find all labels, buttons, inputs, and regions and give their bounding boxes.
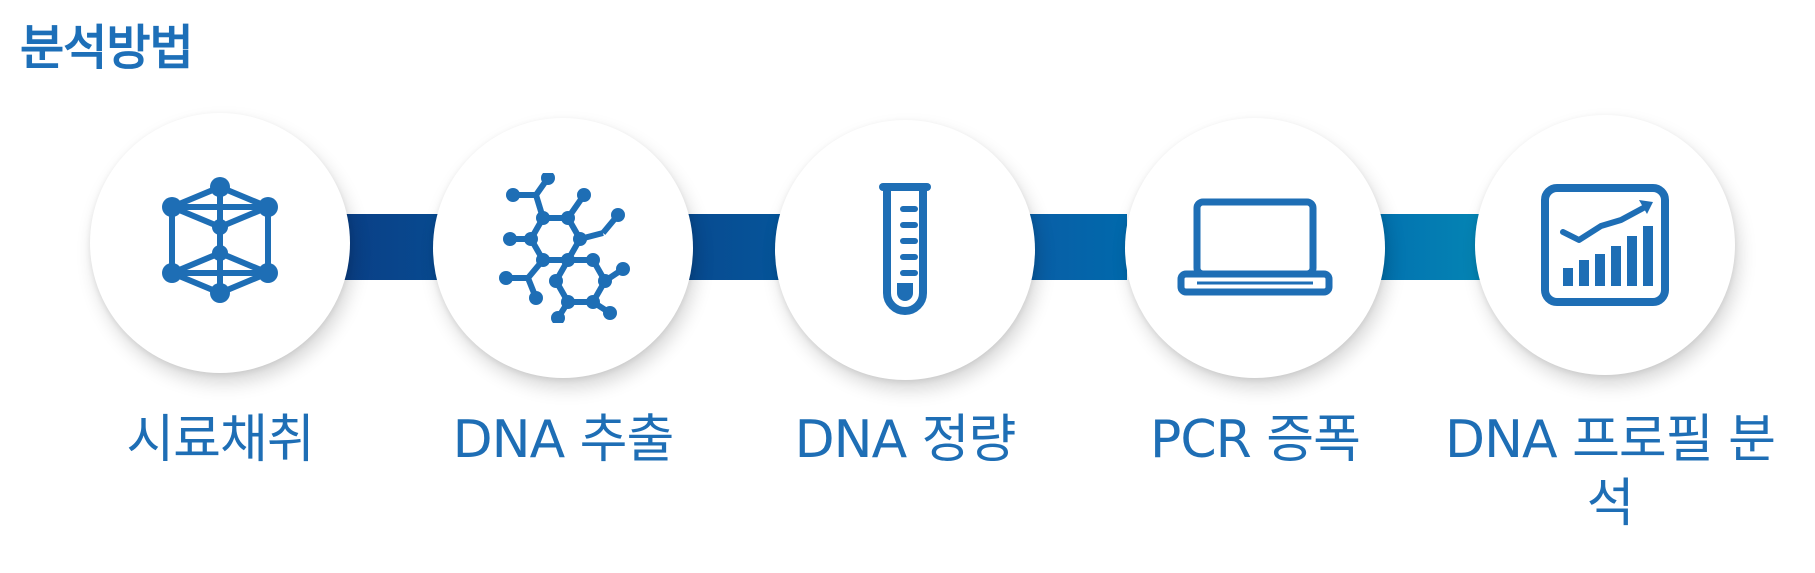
step-circle-4	[1125, 118, 1385, 378]
step-circle-1	[90, 113, 350, 373]
step-label-4: PCR 증폭	[1149, 410, 1361, 470]
step-circle-2	[433, 118, 693, 378]
connector-4-5	[1378, 214, 1483, 280]
crystal-lattice-icon	[162, 177, 278, 303]
step-circle-3	[775, 120, 1035, 380]
laptop-icon	[1177, 198, 1333, 296]
test-tube-icon	[879, 183, 931, 315]
connector-1-2	[340, 214, 440, 280]
connector-2-3	[683, 214, 783, 280]
step-label-2: DNA 추출	[452, 410, 675, 470]
step-circle-5	[1475, 115, 1735, 375]
connector-3-4	[1027, 214, 1127, 280]
molecule-icon	[499, 173, 630, 323]
step-label-3: DNA 정량	[794, 410, 1017, 470]
chart-icon	[1541, 184, 1669, 306]
page-title: 분석방법	[20, 20, 194, 76]
step-label-5: DNA 프로필 분석	[1445, 410, 1776, 534]
step-label-1: 시료채취	[126, 410, 314, 470]
